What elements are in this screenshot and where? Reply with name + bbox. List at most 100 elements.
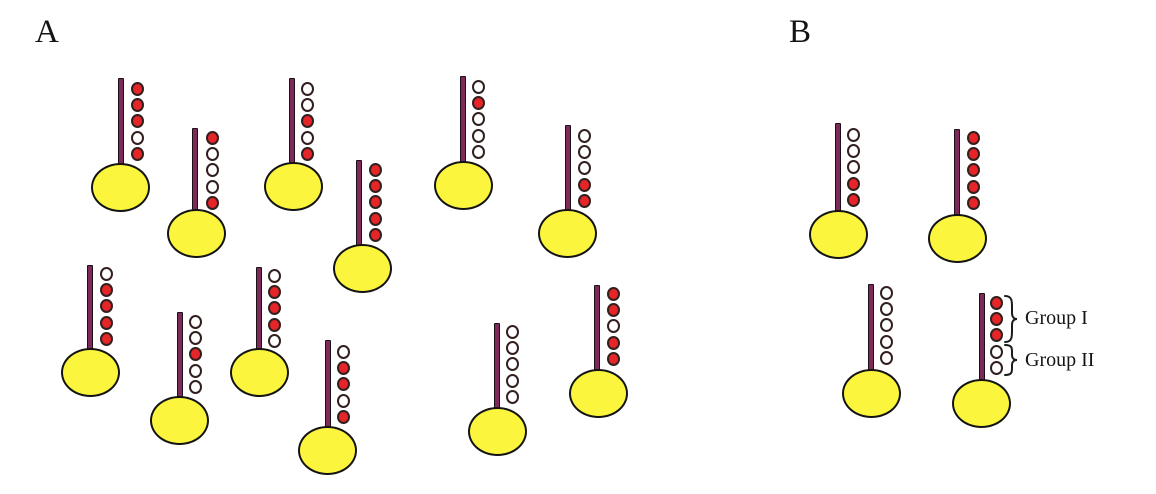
open-bead xyxy=(336,393,350,408)
open-bead xyxy=(471,128,485,143)
group-i-brace xyxy=(1004,295,1018,343)
open-bead xyxy=(577,161,591,176)
filled-bead xyxy=(368,195,382,210)
open-bead xyxy=(879,318,893,333)
group-ii-brace xyxy=(1004,344,1018,376)
open-bead xyxy=(99,267,113,281)
open-bead xyxy=(879,302,893,317)
open-bead xyxy=(471,80,485,94)
filled-bead xyxy=(205,195,219,210)
filled-bead xyxy=(989,312,1003,327)
panel-b-label: B xyxy=(789,14,812,50)
filled-bead xyxy=(606,335,620,350)
open-bead xyxy=(879,334,893,349)
open-bead xyxy=(205,147,219,162)
filled-bead xyxy=(577,177,591,192)
filled-bead xyxy=(577,193,591,208)
head xyxy=(332,243,392,293)
open-bead xyxy=(846,144,860,159)
group-ii-label: Group II xyxy=(1025,349,1095,371)
open-bead xyxy=(505,357,519,372)
open-bead xyxy=(505,325,519,339)
filled-bead xyxy=(300,114,314,129)
filled-bead xyxy=(368,163,382,177)
filled-bead xyxy=(989,296,1003,310)
open-bead xyxy=(879,350,893,365)
filled-bead xyxy=(846,192,860,207)
open-bead xyxy=(989,360,1003,375)
filled-bead xyxy=(336,409,350,424)
head xyxy=(60,347,120,397)
open-bead xyxy=(505,341,519,356)
head xyxy=(808,209,868,259)
filled-bead xyxy=(188,347,202,362)
head xyxy=(166,208,226,258)
filled-bead xyxy=(130,82,144,96)
filled-bead xyxy=(966,179,980,194)
open-bead xyxy=(188,363,202,378)
open-bead xyxy=(188,315,202,329)
filled-bead xyxy=(267,285,281,300)
open-bead xyxy=(300,98,314,113)
filled-bead xyxy=(966,147,980,162)
head xyxy=(841,368,901,418)
head xyxy=(90,162,150,212)
open-bead xyxy=(505,389,519,404)
open-bead xyxy=(606,319,620,334)
open-bead xyxy=(205,163,219,178)
open-bead xyxy=(300,130,314,145)
open-bead xyxy=(300,82,314,96)
filled-bead xyxy=(336,361,350,376)
open-bead xyxy=(577,145,591,160)
filled-bead xyxy=(99,299,113,314)
filled-bead xyxy=(368,179,382,194)
head xyxy=(149,395,209,445)
open-bead xyxy=(846,160,860,175)
filled-bead xyxy=(606,303,620,318)
open-bead xyxy=(188,379,202,394)
head xyxy=(467,406,527,456)
open-bead xyxy=(336,345,350,359)
group-i-label: Group I xyxy=(1025,307,1088,329)
head xyxy=(537,208,597,258)
filled-bead xyxy=(966,131,980,145)
filled-bead xyxy=(336,377,350,392)
filled-bead xyxy=(846,176,860,191)
head xyxy=(263,161,323,211)
filled-bead xyxy=(989,328,1003,343)
filled-bead xyxy=(267,317,281,332)
filled-bead xyxy=(130,146,144,161)
open-bead xyxy=(267,333,281,348)
open-bead xyxy=(205,179,219,194)
filled-bead xyxy=(130,114,144,129)
filled-bead xyxy=(99,283,113,298)
open-bead xyxy=(188,331,202,346)
open-bead xyxy=(471,144,485,159)
panel-a-label: A xyxy=(35,14,59,50)
open-bead xyxy=(471,112,485,127)
head xyxy=(568,368,628,418)
filled-bead xyxy=(606,287,620,301)
filled-bead xyxy=(99,315,113,330)
open-bead xyxy=(577,129,591,143)
open-bead xyxy=(130,130,144,145)
head xyxy=(229,347,289,397)
filled-bead xyxy=(368,227,382,242)
open-bead xyxy=(879,286,893,300)
head xyxy=(951,378,1011,428)
filled-bead xyxy=(368,211,382,226)
filled-bead xyxy=(300,146,314,161)
open-bead xyxy=(846,128,860,142)
open-bead xyxy=(505,373,519,388)
filled-bead xyxy=(471,96,485,111)
filled-bead xyxy=(606,351,620,366)
filled-bead xyxy=(99,331,113,346)
head xyxy=(433,160,493,210)
open-bead xyxy=(989,344,1003,359)
filled-bead xyxy=(966,163,980,178)
open-bead xyxy=(267,269,281,283)
head xyxy=(297,425,357,475)
head xyxy=(927,213,987,263)
